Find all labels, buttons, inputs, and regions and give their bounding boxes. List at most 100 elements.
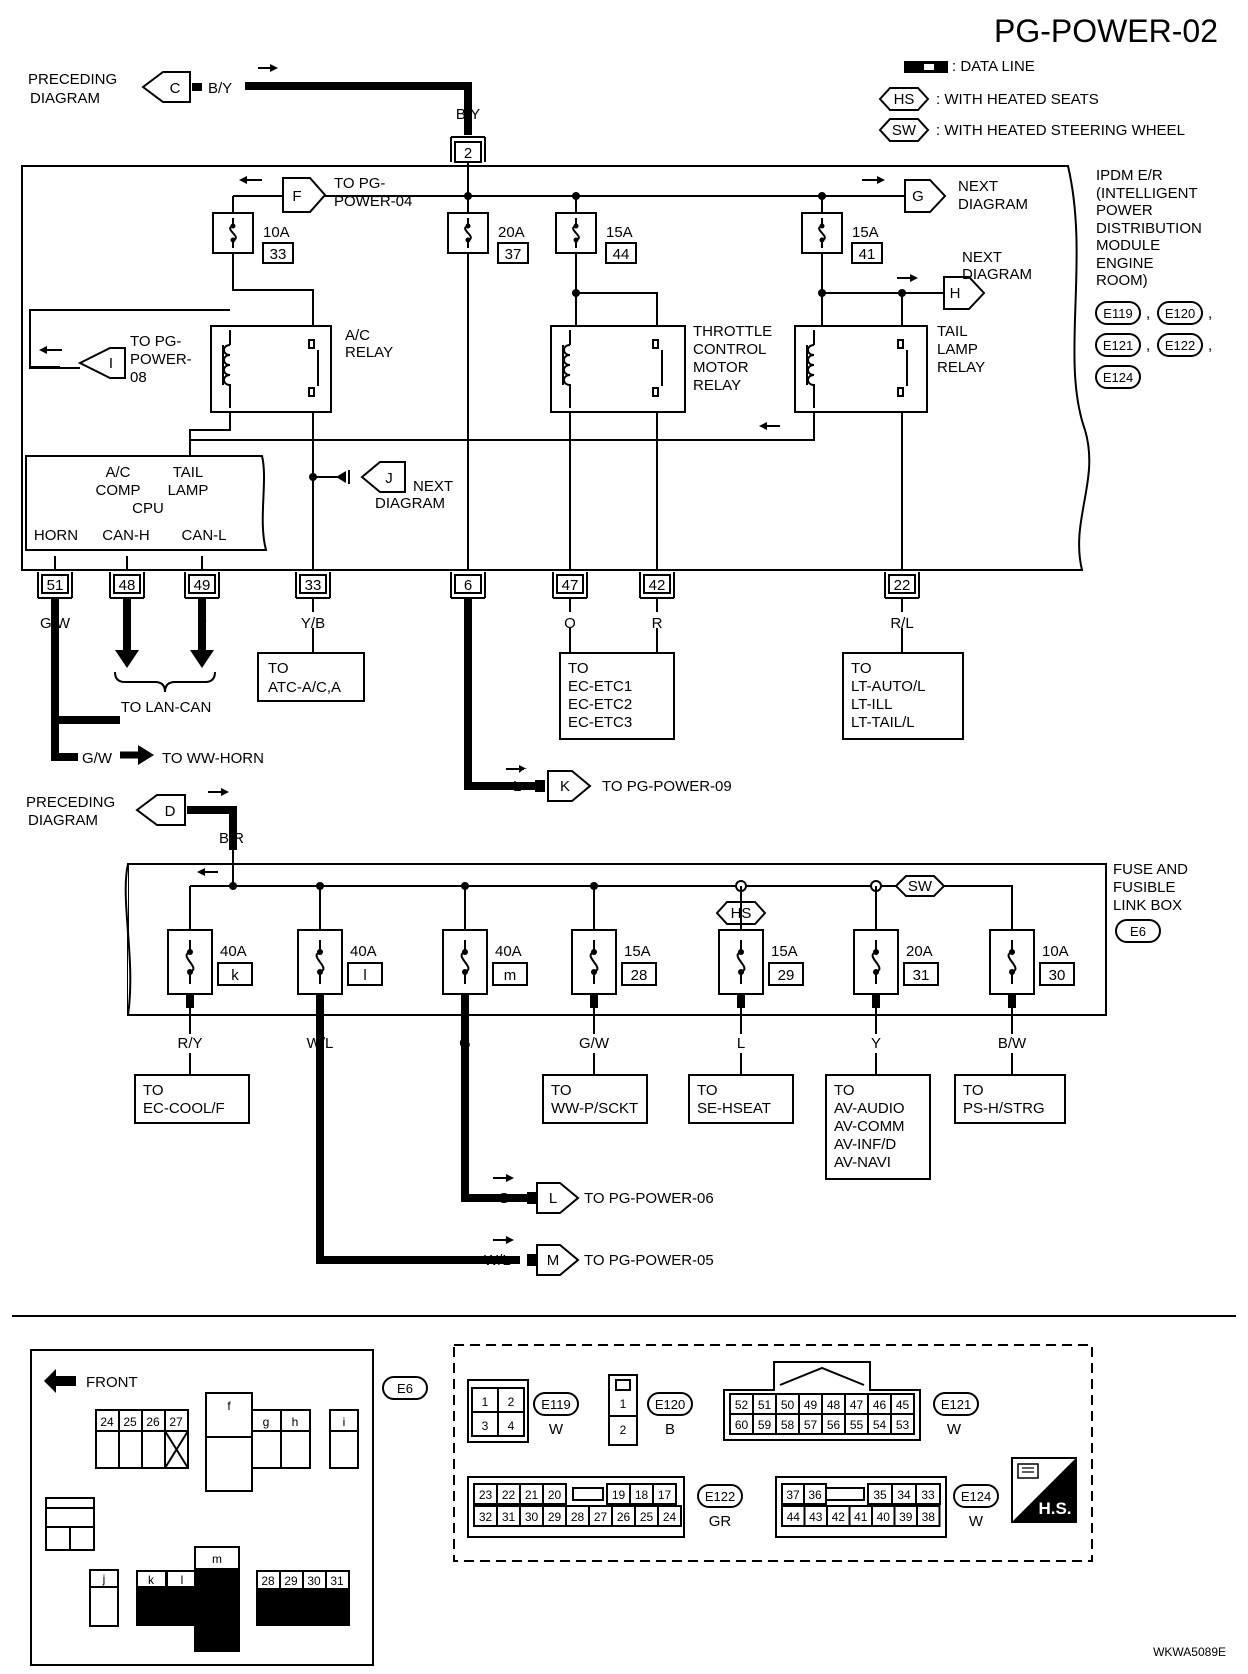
pin-number: 51 <box>47 577 64 594</box>
svg-text:AV-INF/D: AV-INF/D <box>834 1136 896 1153</box>
svg-text:29: 29 <box>284 1574 298 1588</box>
svg-text:CPU: CPU <box>132 500 164 517</box>
e122-pin: 22 <box>496 1483 521 1505</box>
svg-text:2: 2 <box>464 145 472 162</box>
svg-text:41: 41 <box>859 246 876 263</box>
svg-text:58: 58 <box>781 1418 795 1432</box>
svg-text:42: 42 <box>832 1510 846 1524</box>
pg-power06-destination: G L TO PG-POWER-06 <box>461 1050 714 1214</box>
svg-text:48: 48 <box>827 1398 841 1412</box>
svg-text:GR: GR <box>709 1513 732 1530</box>
svg-text:DIAGRAM: DIAGRAM <box>375 495 445 512</box>
pin-number: 33 <box>305 577 322 594</box>
svg-text:NEXT: NEXT <box>958 178 998 195</box>
wire-color: Y/B <box>301 615 325 632</box>
e122-pin: 21 <box>519 1483 544 1505</box>
svg-text:30: 30 <box>525 1510 539 1524</box>
svg-text:15A: 15A <box>852 224 879 241</box>
connector-tag-c-icon <box>141 71 191 103</box>
svg-text:TAIL: TAIL <box>937 323 968 340</box>
pg-power05-destination: W/L M TO PG-POWER-05 <box>316 1050 714 1276</box>
connector-tag-e6-icon <box>1115 919 1161 943</box>
svg-text:25: 25 <box>123 1415 137 1429</box>
svg-text:TO: TO <box>143 1082 164 1099</box>
svg-text:IPDM E/R: IPDM E/R <box>1096 167 1163 184</box>
e122-pin: 24 <box>657 1505 682 1527</box>
svg-text:10A: 10A <box>263 224 290 241</box>
svg-text:AV-COMM: AV-COMM <box>834 1118 905 1135</box>
svg-text:38: 38 <box>922 1510 936 1524</box>
page-title: PG-POWER-02 <box>994 13 1218 49</box>
svg-text:TO PG-POWER-06: TO PG-POWER-06 <box>584 1190 714 1207</box>
svg-text:,: , <box>1146 305 1150 322</box>
svg-text:30: 30 <box>307 1574 321 1588</box>
e124-pin: 40 <box>871 1505 896 1527</box>
atc-destination: TO ATC-A/C,A <box>257 628 365 702</box>
ipdm-fuse-20a: 20A 37 <box>447 196 529 556</box>
svg-text:L: L <box>549 1190 557 1207</box>
e124-pin: 33 <box>915 1483 941 1505</box>
svg-text:ENGINE: ENGINE <box>1096 255 1154 272</box>
svg-text:15A: 15A <box>606 224 633 241</box>
svg-text:60: 60 <box>735 1418 749 1432</box>
e124-pin: 38 <box>916 1505 941 1527</box>
svg-text:C: C <box>170 80 181 97</box>
svg-text:E120: E120 <box>655 1397 685 1412</box>
svg-text:AV-NAVI: AV-NAVI <box>834 1154 891 1171</box>
svg-text:TO: TO <box>963 1082 984 1099</box>
preceding-diagram-c: PRECEDING DIAGRAM C B/Y B/Y <box>28 64 480 135</box>
svg-text:34: 34 <box>897 1488 911 1502</box>
svg-text:E122: E122 <box>1165 338 1195 353</box>
e122-pin: 20 <box>542 1483 567 1505</box>
svg-text:E120: E120 <box>1165 306 1195 321</box>
svg-text:46: 46 <box>873 1398 887 1412</box>
fuse-number: 29 <box>778 967 795 984</box>
svg-text:A/C: A/C <box>105 464 130 481</box>
to-pg-power08-tag: I TO PG- POWER- 08 <box>29 310 192 386</box>
svg-text:HS: HS <box>894 91 915 108</box>
svg-text:,: , <box>1208 337 1212 354</box>
e122-pin: 19 <box>606 1483 631 1505</box>
svg-text:PS-H/STRG: PS-H/STRG <box>963 1100 1045 1117</box>
svg-text:k: k <box>148 1573 155 1587</box>
svg-text:NEXT: NEXT <box>413 478 453 495</box>
svg-text:I: I <box>109 355 113 372</box>
pin-number: 6 <box>464 577 472 594</box>
svg-text:POWER-04: POWER-04 <box>334 193 412 210</box>
svg-text:H: H <box>950 285 961 302</box>
svg-text:MODULE: MODULE <box>1096 237 1160 254</box>
svg-text:L: L <box>513 778 521 795</box>
svg-text:POWER-: POWER- <box>130 351 192 368</box>
hs-tag-icon <box>878 87 930 111</box>
svg-text:PRECEDING: PRECEDING <box>28 71 117 88</box>
svg-text:TO: TO <box>568 660 589 677</box>
e121-pin: 58 <box>775 1413 800 1435</box>
svg-text:44: 44 <box>613 246 630 263</box>
svg-text:1: 1 <box>482 1395 489 1409</box>
e122-pin: 23 <box>473 1483 498 1505</box>
e124-pin: 37 <box>781 1483 805 1505</box>
svg-text:TO: TO <box>697 1082 718 1099</box>
svg-text:B/Y: B/Y <box>456 106 480 123</box>
fuse-number: 28 <box>631 967 648 984</box>
svg-text:FUSIBLE: FUSIBLE <box>1113 879 1176 896</box>
etc-destination: TO EC-ETC1 EC-ETC2 EC-ETC3 <box>559 628 675 740</box>
svg-text:28: 28 <box>261 1574 275 1588</box>
svg-text:COMP: COMP <box>96 482 141 499</box>
svg-text:37: 37 <box>786 1488 800 1502</box>
svg-text:E124: E124 <box>961 1489 991 1504</box>
svg-text:EC-ETC1: EC-ETC1 <box>568 678 632 695</box>
svg-text:TO: TO <box>551 1082 572 1099</box>
svg-text:32: 32 <box>479 1510 493 1524</box>
ipdm-pin-6: 6L <box>450 556 486 640</box>
e122-pin: 30 <box>519 1505 544 1527</box>
svg-text:E119: E119 <box>1103 306 1132 321</box>
svg-text:FRONT: FRONT <box>86 1374 138 1391</box>
svg-text:G/W: G/W <box>82 750 113 767</box>
svg-text:22: 22 <box>502 1488 516 1502</box>
